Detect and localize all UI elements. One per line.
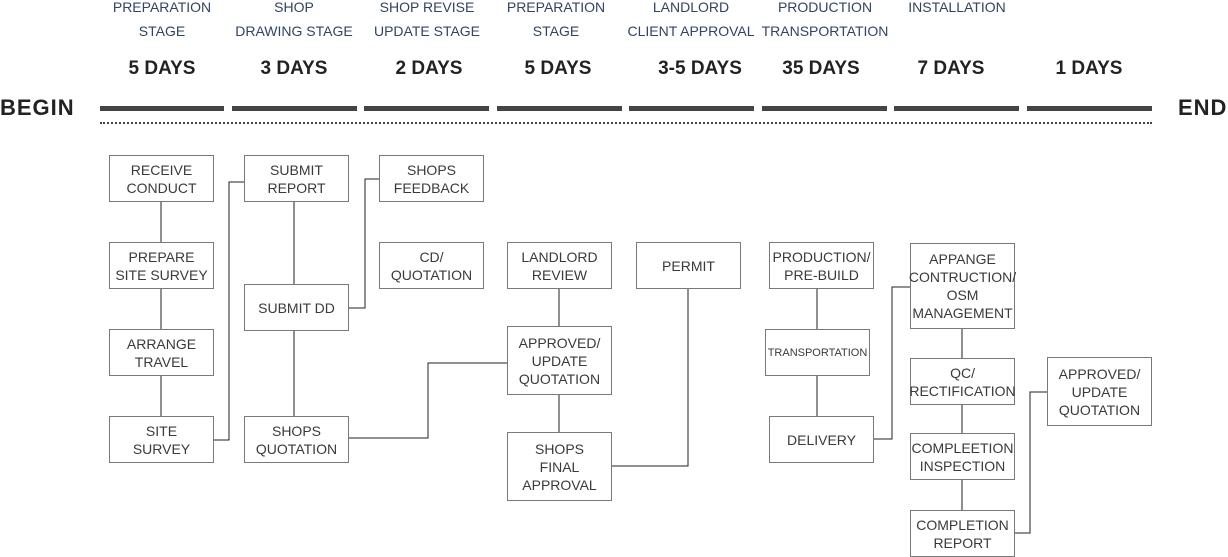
stage-header-3: SHOP REVISE UPDATE STAGE [361, 0, 493, 43]
stage-header-5: LANDLORD CLIENT APPROVAL [625, 0, 757, 43]
stage-8-days: 1 DAYS [1055, 58, 1123, 79]
begin-label: BEGIN [0, 95, 75, 120]
timeline-segment-7 [894, 106, 1019, 111]
permit-box: PERMIT [636, 242, 741, 289]
stage-3-line2: UPDATE STAGE [373, 23, 481, 39]
site-survey-box: SITE SURVEY [109, 416, 214, 463]
stage-6-days: 35 DAYS [782, 58, 860, 79]
end-label: END [1178, 95, 1228, 120]
submit-report-label: SUBMIT REPORT [267, 161, 326, 196]
stage-5-line2: CLIENT APPROVAL [627, 23, 755, 39]
submit-dd-label: SUBMIT DD [258, 299, 335, 316]
stage-3-line1: SHOP REVISE [379, 0, 475, 15]
stage-1-line1: PREPARATION [112, 0, 212, 15]
arrange-travel-box: ARRANGE TRAVEL [109, 329, 214, 376]
timeline-segment-5 [629, 106, 754, 111]
delivery-label: DELIVERY [787, 431, 856, 448]
completion-report-label: COMPLETION REPORT [916, 516, 1009, 551]
stage-4-days: 5 DAYS [524, 58, 592, 79]
link-delivery-to-appange [873, 286, 910, 440]
cd-quotation-box: CD/ QUOTATION [379, 242, 484, 289]
stage-5-line1: LANDLORD [652, 0, 730, 15]
completion-inspection-label: COMPLEETION INSPECTION [911, 439, 1014, 474]
landlord-review-label: LANDLORD REVIEW [521, 248, 598, 283]
link-final-to-permit [611, 288, 689, 467]
prepare-site-survey-box: PREPARE SITE SURVEY [109, 242, 214, 289]
timeline-dotted-line [100, 122, 1152, 124]
shops-feedback-label: SHOPS FEEDBACK [393, 161, 470, 196]
stage-7-line2: INSTALLATION [908, 0, 1006, 15]
approved-update-quotation-label-2: APPROVED/ UPDATE QUOTATION [1058, 365, 1141, 418]
approved-update-quotation-label-1: APPROVED/ UPDATE QUOTATION [518, 334, 601, 387]
approved-update-quotation-box-1: APPROVED/ UPDATE QUOTATION [507, 326, 612, 395]
stage-2-days: 3 DAYS [260, 58, 328, 79]
stage-3-days: 2 DAYS [395, 58, 463, 79]
shops-feedback-box: SHOPS FEEDBACK [379, 155, 484, 202]
stage-4-line2: STAGE [532, 23, 580, 39]
stage-2-line2: DRAWING STAGE [235, 23, 353, 39]
stage-7-days: 7 DAYS [917, 58, 985, 79]
appange-construction-box: APPANGE CONTRUCTION/ OSM MANAGEMENT [908, 243, 1017, 329]
stage-header-6: PRODUCTION TRANSPORTATION [759, 0, 891, 43]
receive-conduct-label: RECEIVE CONDUCT [126, 161, 197, 196]
cd-quotation-label: CD/ QUOTATION [390, 248, 473, 283]
stage-header-1: PREPARATION STAGE [96, 0, 228, 43]
link-shops-quotation-to-approved [349, 362, 508, 439]
production-pre-build-box: PRODUCTION/ PRE-BUILD [769, 242, 874, 289]
arrange-travel-label: ARRANGE TRAVEL [126, 335, 197, 370]
site-survey-label: SITE SURVEY [132, 422, 191, 457]
timeline-segment-1 [100, 106, 224, 111]
transportation-box: TRANSPORTATION [765, 329, 870, 376]
receive-conduct-box: RECEIVE CONDUCT [109, 155, 214, 202]
stage-2-line1: SHOP [274, 0, 314, 15]
timeline-segment-4 [497, 106, 622, 111]
stage-1-line2: STAGE [138, 23, 186, 39]
stage-header-4: PREPARATION STAGE [490, 0, 622, 43]
stage-6-line1: PRODUCTION [777, 0, 873, 15]
submit-report-box: SUBMIT REPORT [244, 155, 349, 202]
shops-quotation-label: SHOPS QUOTATION [255, 422, 338, 457]
completion-report-box: COMPLETION REPORT [910, 510, 1015, 557]
landlord-review-box: LANDLORD REVIEW [507, 242, 612, 289]
submit-dd-box: SUBMIT DD [244, 284, 349, 331]
timeline-segment-8 [1027, 106, 1152, 111]
qc-rectification-label: QC/ RECTIFICATION [909, 364, 1016, 399]
qc-rectification-box: QC/ RECTIFICATION [909, 358, 1016, 405]
completion-inspection-box: COMPLEETION INSPECTION [910, 433, 1015, 480]
permit-label: PERMIT [662, 257, 715, 274]
production-pre-build-label: PRODUCTION/ PRE-BUILD [772, 248, 871, 283]
shops-final-approval-label: SHOPS FINAL APPROVAL [522, 440, 597, 493]
stage-1-days: 5 DAYS [128, 58, 196, 79]
stage-5-days: 3-5 DAYS [658, 58, 742, 79]
link-site-to-submit-report [213, 181, 244, 441]
shops-final-approval-box: SHOPS FINAL APPROVAL [507, 432, 612, 501]
appange-construction-label: APPANGE CONTRUCTION/ OSM MANAGEMENT [908, 251, 1017, 321]
stage-6-line2: TRANSPORTATION [761, 23, 889, 39]
stage-4-line1: PREPARATION [506, 0, 606, 15]
stage-header-2: SHOP DRAWING STAGE [228, 0, 360, 43]
timeline-segment-6 [762, 106, 887, 111]
link-dd-to-shops-feedback [349, 178, 379, 309]
shops-quotation-box: SHOPS QUOTATION [244, 416, 349, 463]
approved-update-quotation-box-2: APPROVED/ UPDATE QUOTATION [1047, 357, 1152, 426]
link-report-to-approved [1014, 391, 1047, 534]
transportation-label: TRANSPORTATION [767, 346, 868, 359]
timeline-segment-2 [232, 106, 357, 111]
timeline-segment-3 [364, 106, 489, 111]
delivery-box: DELIVERY [769, 416, 874, 463]
stage-header-7: INSTALLATION [891, 0, 1023, 19]
prepare-site-survey-label: PREPARE SITE SURVEY [115, 248, 208, 283]
